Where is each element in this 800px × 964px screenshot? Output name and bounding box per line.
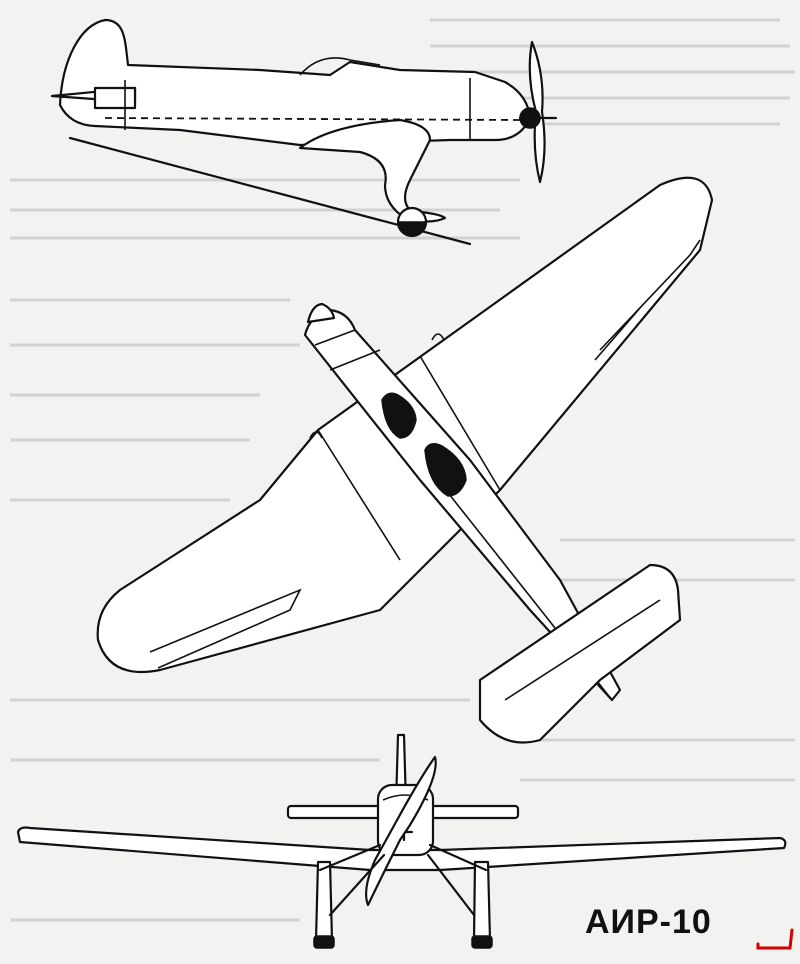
front-propeller [365,755,437,907]
side-ground-line [68,136,472,246]
front-landing-gear-right [472,860,492,942]
corner-mark [756,928,794,950]
side-landing-gear-fairing [298,118,447,223]
top-spinner [306,302,336,324]
top-view [96,176,714,744]
front-wheel-left [313,935,335,949]
front-landing-gear-left [314,860,334,942]
side-fuselage [58,18,532,147]
top-tailplane [478,563,682,744]
front-view [16,733,787,949]
side-tail-block [93,86,137,110]
bleed-through-text [10,18,795,922]
front-wheel-right [471,935,493,949]
side-canopy [299,57,381,76]
top-strut-attach-left [309,431,323,439]
top-cockpit-front [381,392,417,439]
top-aileron-left [149,588,302,669]
top-aileron-right [594,239,701,361]
side-centerline [104,117,521,121]
figure-title: АИР-10 [585,903,712,941]
front-wing [16,826,787,872]
side-view [50,18,558,246]
top-cockpit-rear [424,443,467,497]
top-strut-attach-right [431,333,445,341]
